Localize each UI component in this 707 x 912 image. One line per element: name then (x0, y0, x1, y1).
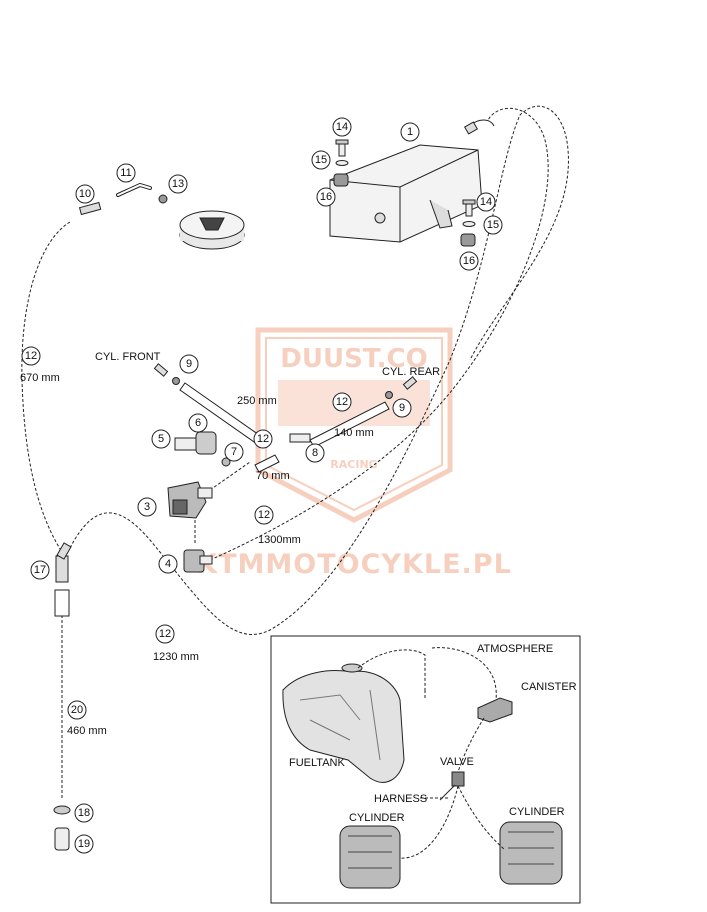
label-len-460: 460 mm (67, 725, 107, 737)
top-fittings (78, 182, 168, 216)
label-len-670: 670 mm (20, 372, 60, 384)
fueltank-cap (341, 663, 363, 673)
inset-valve-shape (451, 771, 465, 787)
mount-hardware (333, 139, 476, 247)
tubes (179, 382, 390, 473)
hose-70 (209, 461, 251, 491)
callout-10: 10 (79, 188, 91, 200)
inset-routing-diagram: ATMOSPHERE CANISTER FUELTANK VALVE HARNE… (270, 635, 581, 904)
inset-label-harness: HARNESS (374, 793, 427, 805)
callout-numbers: 1 6 3 4 5 7 8 9 9 10 11 12 12 12 12 12 1… (25, 121, 499, 850)
callout-15-right: 15 (487, 219, 499, 231)
label-len-140: 140 mm (334, 427, 374, 439)
callout-16-left: 16 (320, 191, 332, 203)
label-len-1230: 1230 mm (153, 651, 199, 663)
callout-19: 19 (78, 838, 90, 850)
callout-18: 18 (78, 807, 90, 819)
callout-16-right: 16 (463, 255, 475, 267)
callout-12-1230: 12 (159, 628, 171, 640)
inset-label-valve: VALVE (440, 756, 474, 768)
inset-cylinder-left-shape (339, 825, 401, 889)
lower-fittings (53, 542, 72, 851)
fuel-filler-cap (179, 210, 245, 250)
callout-9-front: 9 (186, 358, 192, 370)
callout-12-70: 12 (257, 433, 269, 445)
inset-label-cylinder-left: CYLINDER (349, 812, 405, 824)
watermark-sub: RACING (330, 458, 377, 471)
watermark-url: KTMMOTOCYKLE.PL (196, 549, 512, 580)
callout-9-rear: 9 (399, 402, 405, 414)
callout-17: 17 (34, 564, 46, 576)
callout-circles (21, 117, 503, 854)
watermark: DUUST.CO RACING KTMMOTOCYKLE.PL (196, 327, 512, 580)
callout-7: 7 (231, 446, 237, 458)
callout-5: 5 (158, 433, 164, 445)
connectors (153, 363, 418, 467)
inset-canister-shape (477, 697, 513, 723)
callout-20: 20 (71, 704, 83, 716)
valves (167, 431, 217, 573)
hose-670 (21, 221, 71, 553)
inset-label-fueltank: FUELTANK (289, 757, 345, 769)
label-cyl-front: CYL. FRONT (95, 351, 161, 363)
inset-label-atmosphere: ATMOSPHERE (477, 643, 553, 655)
callout-12-140: 12 (336, 396, 348, 408)
callout-12-1300: 12 (258, 509, 270, 521)
callout-6: 6 (195, 417, 201, 429)
callout-1: 1 (407, 126, 413, 138)
callout-14-right: 14 (480, 196, 492, 208)
hose-1300 (209, 107, 549, 561)
label-len-250: 250 mm (237, 395, 277, 407)
callout-13: 13 (172, 178, 184, 190)
label-len-70: 70 mm (256, 470, 290, 482)
callout-3: 3 (144, 501, 150, 513)
callout-15-left: 15 (315, 154, 327, 166)
callout-14-left: 14 (336, 121, 348, 133)
inset-cylinder-right-shape (499, 821, 563, 885)
callout-11: 11 (120, 167, 131, 179)
callout-4: 4 (165, 558, 171, 570)
callout-8: 8 (312, 447, 318, 459)
watermark-brand: DUUST.CO (280, 344, 427, 374)
inset-label-cylinder-right: CYLINDER (509, 806, 565, 818)
label-cyl-rear: CYL. REAR (382, 366, 440, 378)
label-len-1300: 1300mm (258, 534, 301, 546)
inset-label-canister: CANISTER (521, 681, 577, 693)
callout-12-670: 12 (25, 350, 37, 362)
